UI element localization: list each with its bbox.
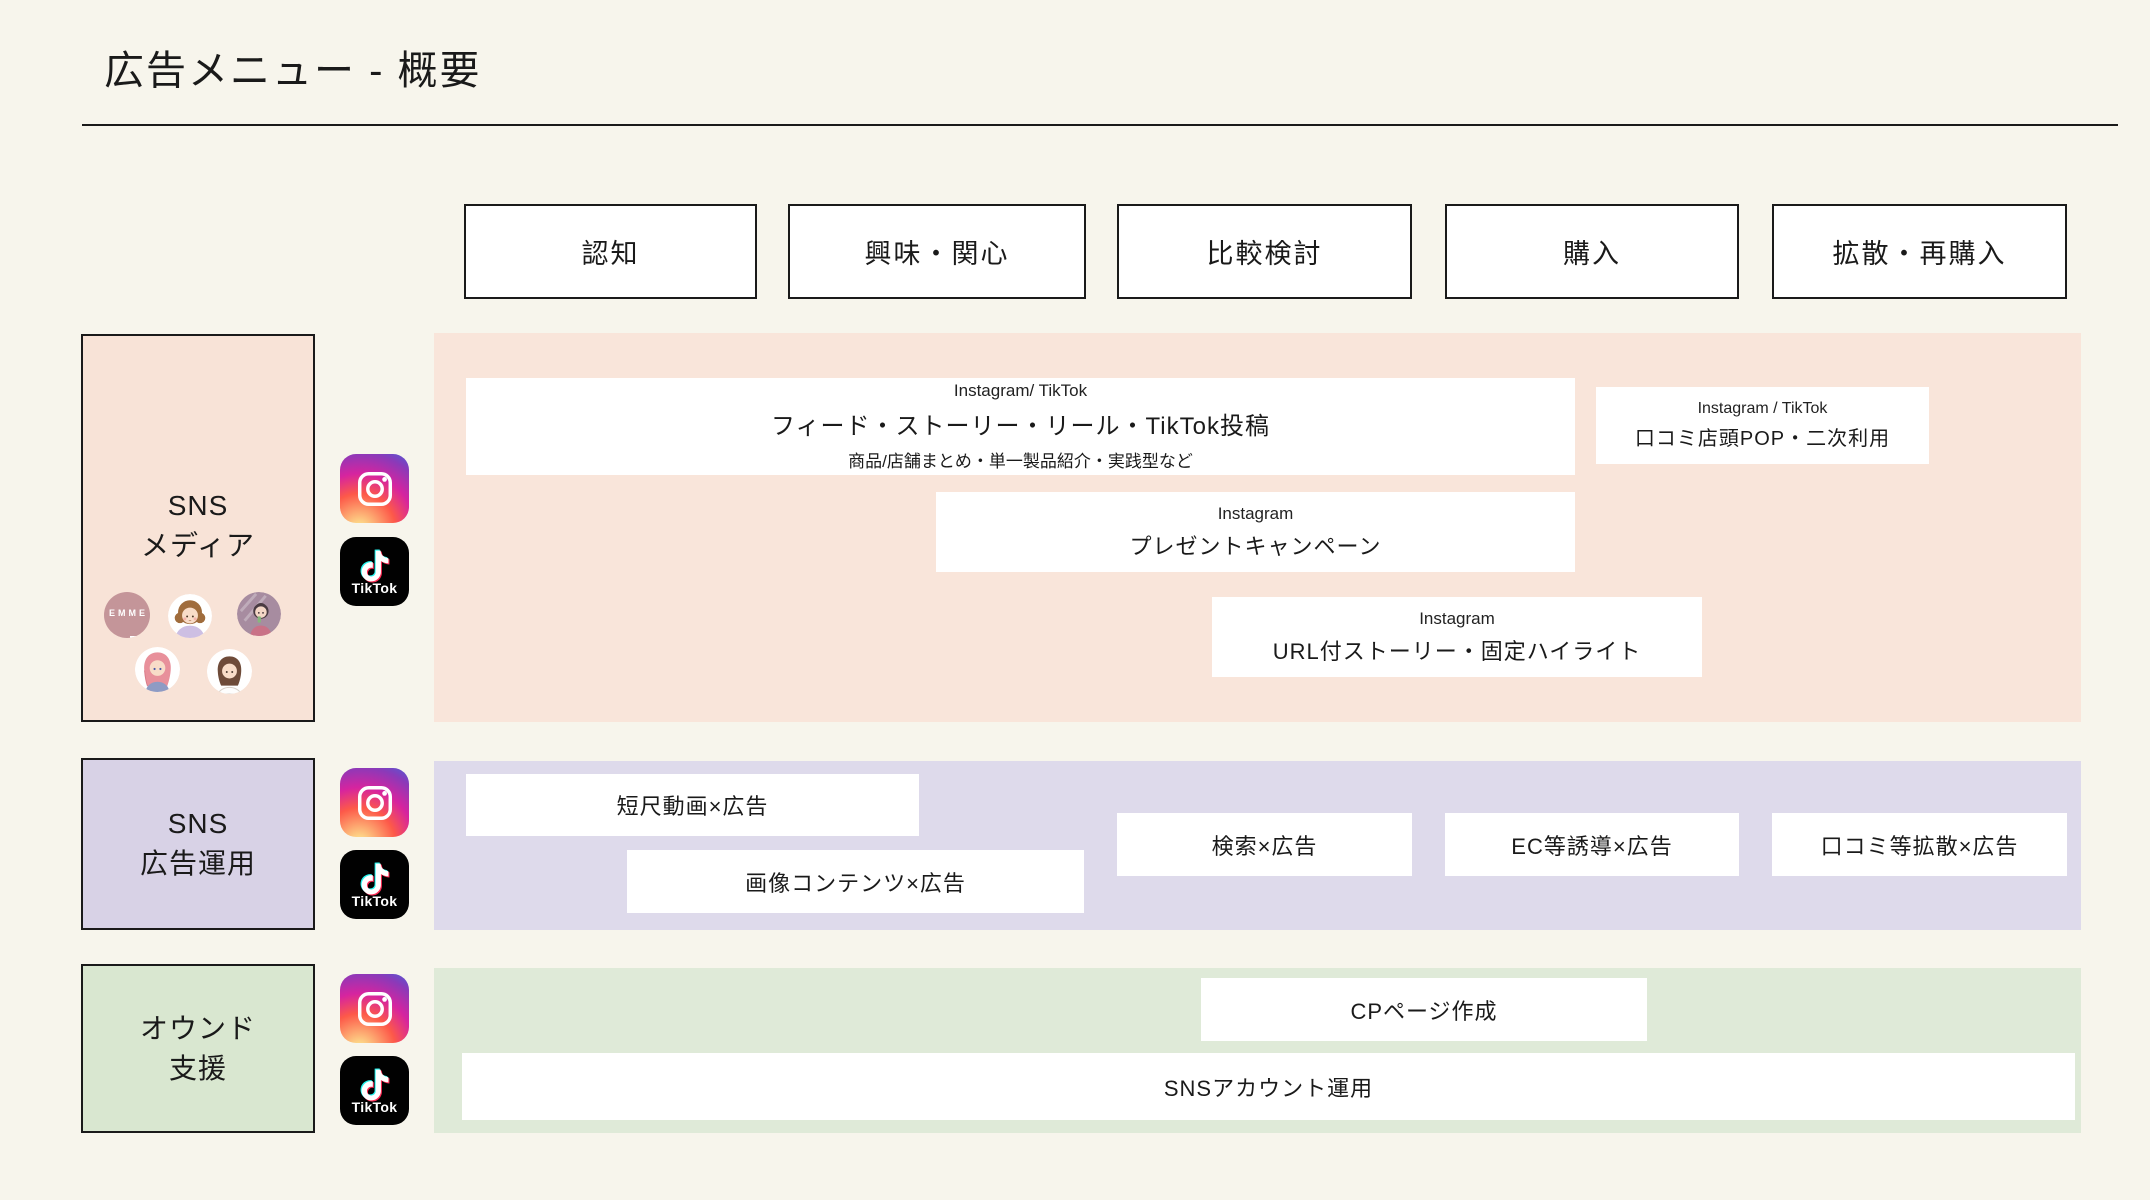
instagram-camera-glyph [357, 471, 392, 506]
tiktok-icon: TikTok [340, 850, 409, 919]
instagram-icon [340, 454, 409, 523]
platform-tag: Instagram [1419, 608, 1495, 628]
funnel-stage-label: 比較検討 [1206, 239, 1323, 269]
avatar-emme-brand: EMME [104, 592, 150, 638]
lane-label-line: SNS [167, 808, 229, 839]
tiktok-icon: TikTok [340, 1056, 409, 1125]
funnel-stage-purchase: 購入 [1445, 204, 1739, 299]
instagram-icon [340, 768, 409, 837]
service-title: URL付ストーリー・固定ハイライト [1272, 638, 1642, 664]
tiktok-wordmark: TikTok [351, 579, 398, 596]
funnel-stage-label: 拡散・再購入 [1832, 239, 2007, 269]
instagram-camera-glyph [357, 991, 392, 1026]
funnel-stage-label: 購入 [1563, 239, 1621, 269]
lane-label-text: SNS メディア [83, 486, 313, 566]
service-box-cp-page: CPページ作成 [1201, 978, 1647, 1041]
page-title: 広告メニュー - 概要 [104, 49, 482, 93]
tiktok-wordmark: TikTok [351, 892, 398, 909]
avatar-girl-brown-curly [168, 594, 212, 638]
service-box-kuchikomi-spread-ads: 口コミ等拡散×広告 [1772, 813, 2067, 876]
lane-label-text: SNS 広告運用 [140, 804, 256, 884]
tiktok-note-icon [360, 862, 389, 895]
platform-tag: Instagram/ TikTok [953, 381, 1088, 400]
tiktok-note-icon [360, 549, 389, 582]
funnel-stage-label: 興味・関心 [864, 239, 1010, 269]
service-box-feed-story-reel: Instagram/ TikTok フィード・ストーリー・リール・TikTok投… [466, 378, 1575, 475]
service-box-present-campaign: Instagram プレゼントキャンペーン [936, 492, 1575, 572]
service-box-sns-account: SNSアカウント運用 [462, 1053, 2075, 1120]
avatar-emme-underline [129, 635, 143, 638]
avatar-girl-pink-hair [135, 647, 180, 692]
tiktok-note-icon [360, 1068, 389, 1101]
service-title: プレゼントキャンペーン [1129, 533, 1382, 559]
service-box-search-ads: 検索×広告 [1117, 813, 1412, 876]
avatar-girl-mirror-drink [237, 592, 281, 636]
service-box-short-video-ads: 短尺動画×広告 [466, 774, 919, 836]
lane-label-line: オウンド [139, 1012, 256, 1044]
service-title: フィード・ストーリー・リール・TikTok投稿 [771, 413, 1270, 440]
service-box-ec-ads: EC等誘導×広告 [1445, 813, 1739, 876]
lane-label-line: 広告運用 [139, 848, 256, 879]
lane-label-sns-ads: SNS 広告運用 [81, 758, 315, 930]
funnel-stage-repurchase: 拡散・再購入 [1772, 204, 2067, 299]
lane-label-owned: オウンド 支援 [81, 964, 315, 1133]
instagram-camera-glyph [357, 785, 392, 820]
service-title: 口コミ店頭POP・二次利用 [1634, 428, 1891, 450]
avatar-emme-label: EMME [109, 607, 148, 618]
funnel-stage-comparison: 比較検討 [1117, 204, 1412, 299]
service-box-kuchikomi-pop: Instagram / TikTok 口コミ店頭POP・二次利用 [1596, 387, 1929, 464]
funnel-stage-label: 認知 [581, 239, 640, 269]
service-box-image-content-ads: 画像コンテンツ×広告 [627, 850, 1084, 913]
lane-label-text: オウンド 支援 [140, 1009, 256, 1089]
lane-label-line: 支援 [168, 1052, 227, 1084]
lane-label-sns-media: SNS メディア EMME [81, 334, 315, 722]
avatar-girl-brown-bob [207, 649, 252, 694]
tiktok-icon: TikTok [340, 537, 409, 606]
tiktok-wordmark: TikTok [351, 1098, 398, 1115]
funnel-stage-interest: 興味・関心 [788, 204, 1086, 299]
service-box-url-story-highlight: Instagram URL付ストーリー・固定ハイライト [1212, 597, 1702, 677]
instagram-icon [340, 974, 409, 1043]
lane-label-line: メディア [140, 530, 256, 561]
funnel-stage-awareness: 認知 [464, 204, 757, 299]
service-subtitle: 商品/店舗まとめ・単一製品紹介・実践型など [848, 452, 1193, 471]
lane-label-line: SNS [167, 490, 229, 521]
title-underline [82, 124, 2118, 126]
platform-tag: Instagram [1217, 503, 1294, 523]
platform-tag: Instagram / TikTok [1697, 400, 1828, 417]
